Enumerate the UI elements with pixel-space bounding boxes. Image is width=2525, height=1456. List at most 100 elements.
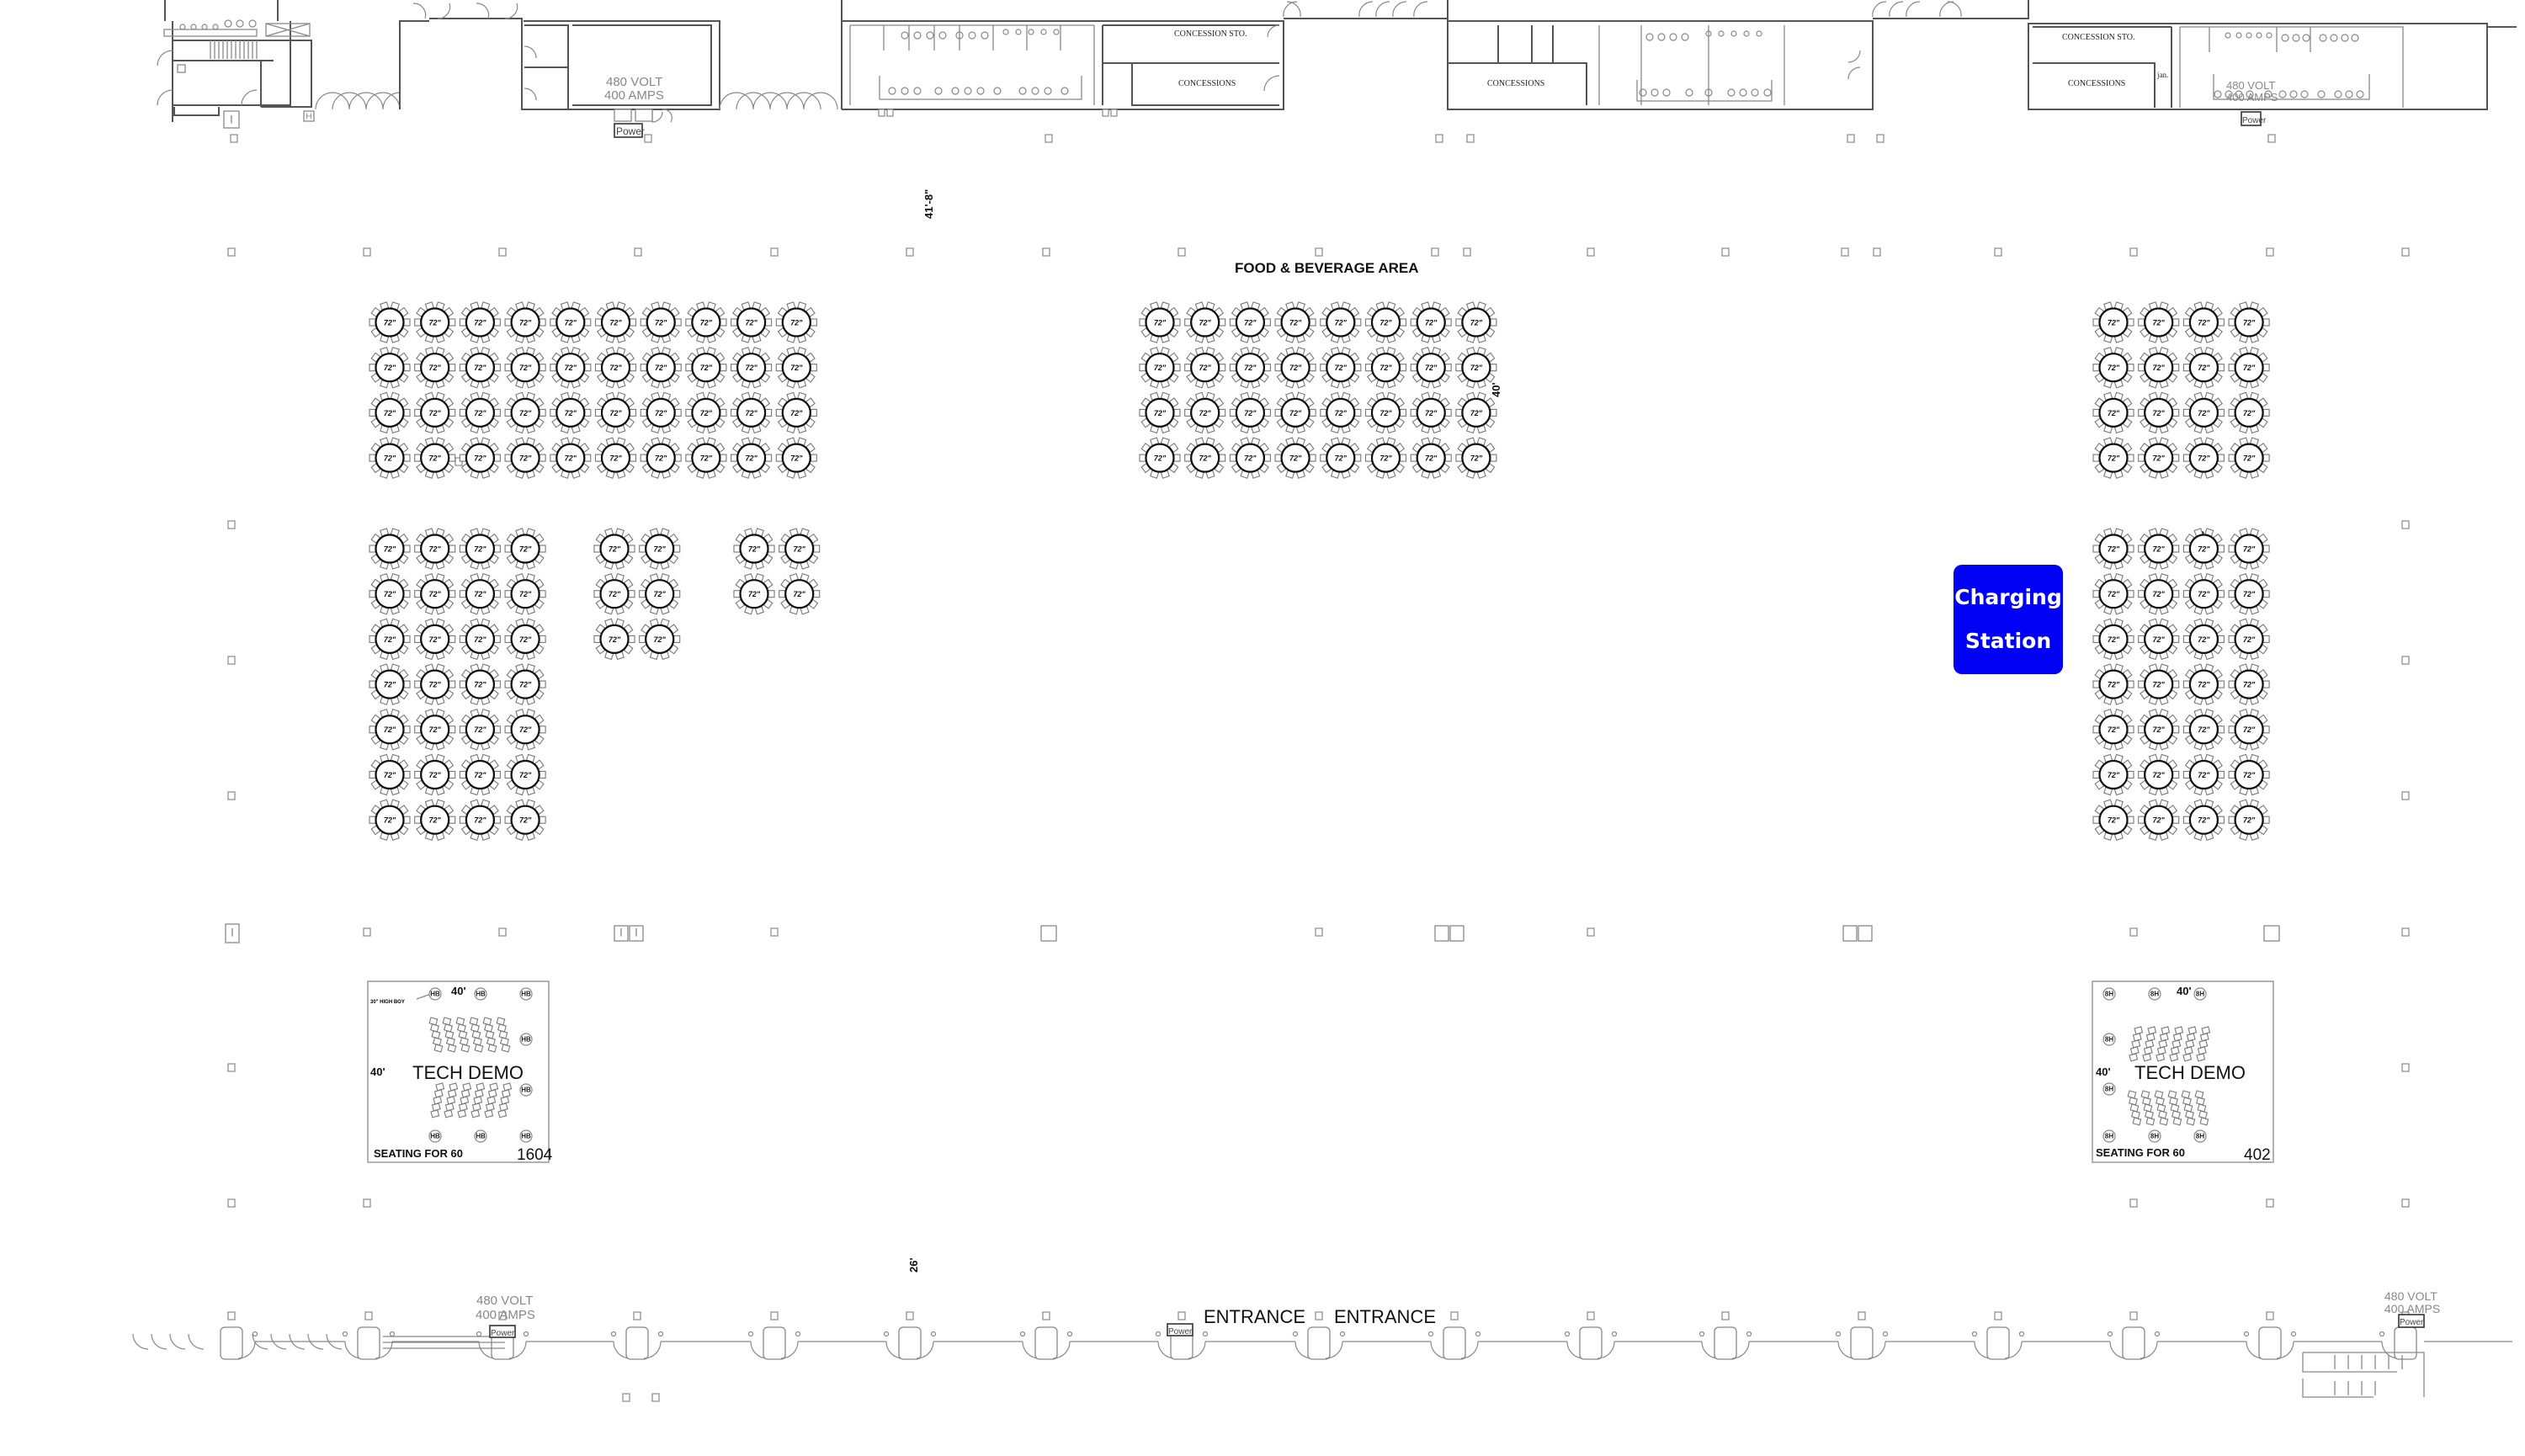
round-table[interactable]: 72" (779, 528, 821, 570)
round-table[interactable]: 72" (504, 346, 546, 389)
round-table[interactable]: 72" (504, 301, 546, 343)
round-table[interactable]: 72" (2092, 663, 2134, 705)
round-table[interactable]: 72" (1139, 346, 1181, 389)
round-table[interactable]: 72" (2138, 346, 2180, 389)
round-table[interactable]: 72" (1364, 346, 1407, 389)
round-table[interactable]: 72" (775, 437, 817, 479)
round-table[interactable]: 72" (459, 572, 501, 615)
round-table[interactable]: 72" (1274, 346, 1316, 389)
round-table[interactable]: 72" (2228, 753, 2270, 796)
round-table[interactable]: 72" (1139, 301, 1181, 343)
round-table[interactable]: 72" (2228, 572, 2270, 615)
round-table[interactable]: 72" (369, 528, 411, 570)
round-table[interactable]: 72" (2138, 709, 2180, 751)
round-table[interactable]: 72" (2138, 799, 2180, 841)
round-table[interactable]: 72" (2092, 528, 2134, 570)
round-table[interactable]: 72" (459, 391, 501, 434)
round-table[interactable]: 72" (459, 437, 501, 479)
round-table[interactable]: 72" (2138, 437, 2180, 479)
round-table[interactable]: 72" (369, 753, 411, 796)
entrance-label-left[interactable]: ENTRANCE (1204, 1306, 1305, 1327)
round-table[interactable]: 72" (593, 618, 635, 661)
round-table[interactable]: 72" (1364, 301, 1407, 343)
round-table[interactable]: 72" (731, 391, 773, 434)
round-table[interactable]: 72" (731, 346, 773, 389)
round-table[interactable]: 72" (1410, 437, 1452, 479)
round-table[interactable]: 72" (1455, 301, 1497, 343)
round-table[interactable]: 72" (1410, 346, 1452, 389)
round-table[interactable]: 72" (550, 391, 592, 434)
round-table[interactable]: 72" (2138, 301, 2180, 343)
round-table[interactable]: 72" (1229, 391, 1271, 434)
round-table[interactable]: 72" (414, 618, 456, 661)
round-table[interactable]: 72" (1410, 301, 1452, 343)
round-table[interactable]: 72" (2138, 572, 2180, 615)
round-table[interactable]: 72" (1184, 301, 1226, 343)
round-table[interactable]: 72" (639, 528, 681, 570)
round-table[interactable]: 72" (1320, 391, 1362, 434)
round-table[interactable]: 72" (2092, 618, 2134, 661)
round-table[interactable]: 72" (2228, 437, 2270, 479)
entrance-label-right[interactable]: ENTRANCE (1334, 1306, 1436, 1327)
round-table[interactable]: 72" (2138, 618, 2180, 661)
round-table[interactable]: 72" (640, 391, 682, 434)
round-table[interactable]: 72" (2092, 753, 2134, 796)
round-table[interactable]: 72" (2182, 753, 2225, 796)
round-table[interactable]: 72" (1184, 346, 1226, 389)
round-table[interactable]: 72" (1274, 391, 1316, 434)
round-table[interactable]: 72" (685, 346, 727, 389)
round-table[interactable]: 72" (504, 528, 546, 570)
round-table[interactable]: 72" (2138, 753, 2180, 796)
round-table[interactable]: 72" (2092, 301, 2134, 343)
round-table[interactable]: 72" (1320, 346, 1362, 389)
round-table[interactable]: 72" (414, 572, 456, 615)
round-table[interactable]: 72" (775, 391, 817, 434)
round-table[interactable]: 72" (2228, 528, 2270, 570)
round-table[interactable]: 72" (2092, 572, 2134, 615)
round-table[interactable]: 72" (1410, 391, 1452, 434)
round-table[interactable]: 72" (459, 663, 501, 705)
round-table[interactable]: 72" (733, 572, 775, 615)
round-table[interactable]: 72" (504, 709, 546, 751)
round-table[interactable]: 72" (2182, 346, 2225, 389)
round-table[interactable]: 72" (504, 391, 546, 434)
round-table[interactable]: 72" (593, 528, 635, 570)
round-table[interactable]: 72" (2182, 437, 2225, 479)
round-table[interactable]: 72" (1364, 437, 1407, 479)
round-table[interactable]: 72" (459, 753, 501, 796)
round-table[interactable]: 72" (414, 528, 456, 570)
round-table[interactable]: 72" (2138, 663, 2180, 705)
round-table[interactable]: 72" (414, 799, 456, 841)
round-table[interactable]: 72" (504, 753, 546, 796)
round-table[interactable]: 72" (2228, 663, 2270, 705)
round-table[interactable]: 72" (1274, 437, 1316, 479)
round-table[interactable]: 72" (414, 663, 456, 705)
round-table[interactable]: 72" (2182, 709, 2225, 751)
round-table[interactable]: 72" (504, 799, 546, 841)
round-table[interactable]: 72" (2182, 663, 2225, 705)
round-table[interactable]: 72" (1229, 437, 1271, 479)
round-table[interactable]: 72" (2138, 391, 2180, 434)
round-table[interactable]: 72" (779, 572, 821, 615)
round-table[interactable]: 72" (594, 437, 637, 479)
round-table[interactable]: 72" (369, 709, 411, 751)
round-table[interactable]: 72" (2092, 346, 2134, 389)
round-table[interactable]: 72" (1320, 437, 1362, 479)
round-table[interactable]: 72" (2228, 618, 2270, 661)
round-table[interactable]: 72" (369, 391, 411, 434)
round-table[interactable]: 72" (550, 437, 592, 479)
round-table[interactable]: 72" (369, 618, 411, 661)
round-table[interactable]: 72" (685, 301, 727, 343)
round-table[interactable]: 72" (369, 799, 411, 841)
round-table[interactable]: 72" (639, 618, 681, 661)
round-table[interactable]: 72" (2138, 528, 2180, 570)
charging-station[interactable]: Charging Station (1954, 565, 2063, 674)
round-table[interactable]: 72" (1229, 301, 1271, 343)
round-table[interactable]: 72" (504, 572, 546, 615)
round-table[interactable]: 72" (733, 528, 775, 570)
round-table[interactable]: 72" (1364, 391, 1407, 434)
round-table[interactable]: 72" (459, 301, 501, 343)
round-table[interactable]: 72" (504, 663, 546, 705)
round-table[interactable]: 72" (594, 391, 637, 434)
round-table[interactable]: 72" (775, 346, 817, 389)
